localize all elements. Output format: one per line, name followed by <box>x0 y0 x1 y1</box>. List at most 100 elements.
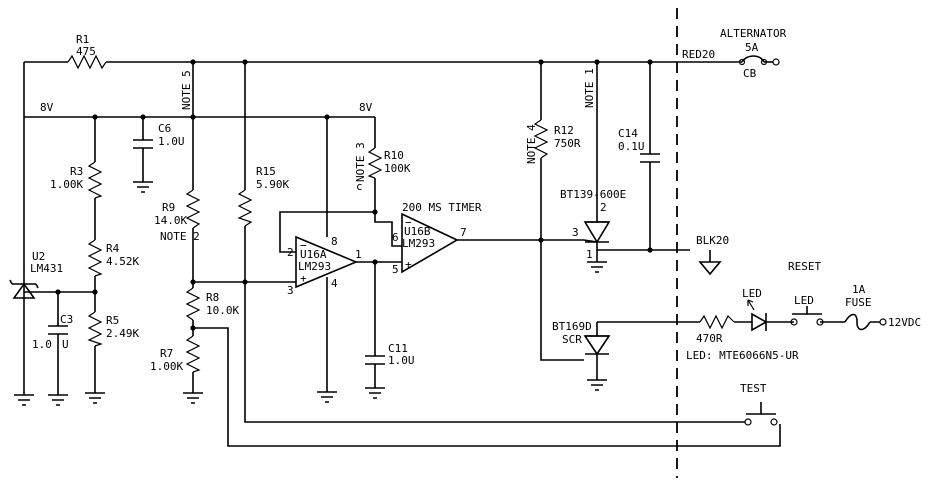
r15-resistor <box>237 189 253 227</box>
c3-name: C3 <box>60 313 73 326</box>
supply-12v-label: 12VDC <box>888 316 921 329</box>
reset-label: RESET <box>788 260 821 273</box>
bt139-triac <box>583 221 611 244</box>
c3-value-b: U <box>62 338 69 351</box>
test-switch <box>744 402 778 426</box>
r3-value: 1.00K <box>50 178 83 191</box>
u2-name: U2 <box>32 250 45 263</box>
r9-value: 14.0K <box>154 214 187 227</box>
junctions <box>55 59 653 331</box>
r15-value: 5.90K <box>256 178 289 191</box>
u16b-comparator <box>401 212 459 274</box>
u16a-pin1: 1 <box>355 248 362 261</box>
led-top-label: LED <box>742 287 762 300</box>
note1-label: NOTE 1 <box>583 68 596 108</box>
note3-label: NOTE 3 <box>354 142 367 182</box>
r1-name: R1 <box>76 33 89 46</box>
r8-value: 10.0K <box>206 304 239 317</box>
c11-name: C11 <box>388 342 408 355</box>
r4-name: R4 <box>106 242 120 255</box>
supply-8v-mid: 8V <box>359 101 373 114</box>
r7-name: R7 <box>160 347 173 360</box>
note2-label: NOTE 2 <box>160 230 200 243</box>
u16a-pin3: 3 <box>287 284 294 297</box>
c6-value: 1.0U <box>158 135 185 148</box>
c3-value-a: 1.0 <box>32 338 52 351</box>
alternator-label: ALTERNATOR <box>720 27 787 40</box>
fuse-symbol <box>844 313 871 331</box>
c3-capacitor <box>48 325 68 335</box>
ground-symbols <box>14 181 722 406</box>
r15-name: R15 <box>256 165 276 178</box>
c6-capacitor <box>133 139 153 149</box>
c14-value: 0.1U <box>618 140 645 153</box>
r10-resistor <box>367 147 383 179</box>
u16b-name: U16B <box>404 225 431 238</box>
u16a-pin4: 4 <box>331 277 338 290</box>
c-mark: c <box>356 180 363 193</box>
led-part-label: LED: MTE6066N5-UR <box>686 349 799 362</box>
triac-pin1: 1 <box>586 248 593 261</box>
bt169d-scr <box>583 335 611 356</box>
u16a-pin2: 2 <box>287 246 294 259</box>
u16a-minus: − <box>300 239 307 252</box>
terminal-12v <box>879 318 887 326</box>
r12-name: R12 <box>554 124 574 137</box>
r9-resistor <box>185 189 201 229</box>
u16b-part: LM293 <box>402 237 435 250</box>
r4-resistor <box>87 239 103 277</box>
fuse-rating: 1A <box>852 283 866 296</box>
cb-rating: 5A <box>745 41 759 54</box>
u16b-plus: + <box>405 258 412 271</box>
reset-switch <box>790 306 824 326</box>
r4-value: 4.52K <box>106 255 139 268</box>
test-label: TEST <box>740 382 767 395</box>
led-diode <box>747 299 768 332</box>
r8-resistor <box>185 287 201 321</box>
r9-name: R9 <box>162 201 175 214</box>
u2-part: LM431 <box>30 262 63 275</box>
r5-resistor <box>87 311 103 347</box>
u2-regulator <box>9 279 39 299</box>
u16a-name: U16A <box>300 248 327 261</box>
r7-value: 1.00K <box>150 360 183 373</box>
bt169-type: SCR <box>562 333 582 346</box>
r470-resistor <box>699 314 735 330</box>
r5-name: R5 <box>106 314 119 327</box>
u16b-pin6: 6 <box>392 231 399 244</box>
r5-value: 2.49K <box>106 327 139 340</box>
r3-name: R3 <box>70 165 83 178</box>
c6-name: C6 <box>158 122 171 135</box>
note5-label: NOTE 5 <box>180 70 193 110</box>
triac-pin3: 3 <box>572 226 579 239</box>
u16a-comparator <box>295 235 359 289</box>
u16b-minus: − <box>405 216 412 229</box>
red20-label: RED20 <box>682 48 715 61</box>
cb-name: CB <box>743 67 757 80</box>
u16a-part: LM293 <box>298 260 331 273</box>
c14-name: C14 <box>618 127 638 140</box>
r3-resistor <box>87 161 103 199</box>
u16b-pin5: 5 <box>392 263 399 276</box>
u16a-plus: + <box>300 272 307 285</box>
c14-capacitor <box>640 153 660 163</box>
r10-value: 100K <box>384 162 411 175</box>
note4-label: NOTE 4 <box>525 124 538 164</box>
circuit-breaker <box>690 55 780 66</box>
triac-pin2: 2 <box>600 201 607 214</box>
c11-capacitor <box>365 355 385 365</box>
c11-value: 1.0U <box>388 354 415 367</box>
r8-name: R8 <box>206 291 219 304</box>
supply-8v-left: 8V <box>40 101 54 114</box>
r470-value: 470R <box>696 332 723 345</box>
u16a-pin8: 8 <box>331 235 338 248</box>
timer-label: 200 MS TIMER <box>402 201 482 214</box>
r7-resistor <box>185 335 201 373</box>
r1-resistor <box>67 54 107 70</box>
fuse-name: FUSE <box>845 296 872 309</box>
bt169-name: BT169D <box>552 320 592 333</box>
r12-resistor <box>533 119 549 159</box>
text-labels: R1 475 8V 8V NOTE 5 NOTE 3 NOTE 4 NOTE 1… <box>30 27 921 395</box>
bt139-label: BT139-600E <box>560 188 626 201</box>
